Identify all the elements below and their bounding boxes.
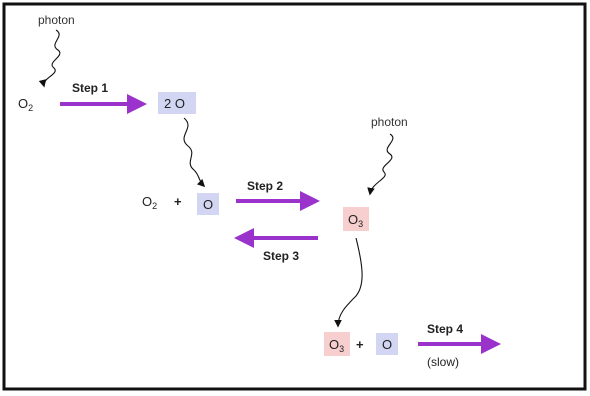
- o-box-1: O: [197, 193, 219, 215]
- o3-box-1: O3: [343, 207, 369, 231]
- step4-arrow: [418, 334, 501, 354]
- photon-label-2: photon: [371, 115, 408, 129]
- photon-wave-1: [38, 29, 61, 88]
- plus-sign-1: +: [174, 194, 182, 209]
- two-o-label: 2 O: [164, 96, 185, 111]
- o3-label-2: O3: [329, 337, 344, 354]
- o-release-curve: [183, 117, 206, 188]
- photon-wave-2: [367, 133, 394, 196]
- o2-combine: O2: [142, 194, 157, 211]
- o-label-1: O: [203, 197, 213, 212]
- o3-descent-curve: [334, 237, 363, 328]
- two-o-box: 2 O: [158, 92, 196, 114]
- photon-label-1: photon: [38, 13, 75, 27]
- o3-label-1: O3: [348, 212, 363, 229]
- step4-label: Step 4: [427, 322, 463, 336]
- plus-sign-2: +: [356, 337, 364, 352]
- step3-label: Step 3: [263, 249, 299, 263]
- slow-label: (slow): [427, 355, 459, 369]
- diagram-frame: [2, 2, 587, 391]
- step1-arrow: [60, 94, 147, 114]
- step2-label: Step 2: [247, 179, 283, 193]
- step1-label: Step 1: [72, 81, 108, 95]
- step2-arrow: [236, 191, 320, 211]
- o3-box-2: O3: [324, 332, 350, 356]
- o-label-2: O: [382, 337, 392, 352]
- o-box-2: O: [376, 333, 398, 355]
- step3-arrow: [234, 228, 318, 248]
- o2-reactant: O2: [18, 96, 33, 113]
